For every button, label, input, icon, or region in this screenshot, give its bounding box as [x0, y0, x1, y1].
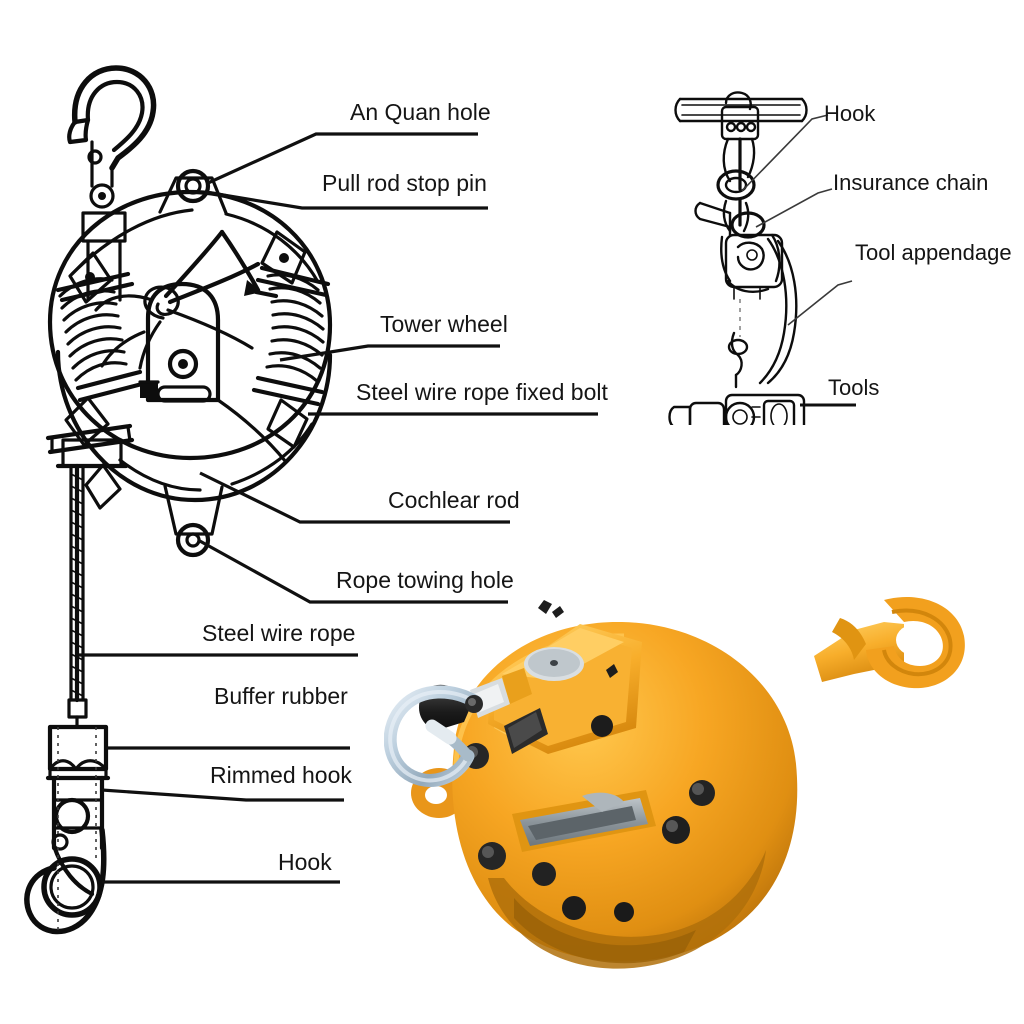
balancer-body-graphic — [47, 168, 333, 558]
label-tower-wheel: Tower wheel — [380, 311, 508, 337]
product-photo-illustration — [384, 597, 965, 969]
steel-wire-rope-graphic — [67, 463, 88, 729]
label-an-quan-hole: An Quan hole — [350, 99, 491, 125]
label-hook: Hook — [278, 849, 332, 875]
installation-callout-leaders — [741, 114, 856, 407]
label-buffer-rubber: Buffer rubber — [214, 683, 348, 709]
photo-inspection-window — [512, 790, 656, 852]
label-steel-wire-rope-fixed-bolt: Steel wire rope fixed bolt — [356, 379, 608, 405]
tool-suspension-cable — [727, 299, 749, 389]
photo-carabiner — [384, 685, 483, 787]
tower-wheel-spiral — [94, 229, 279, 370]
label-rimmed-hook: Rimmed hook — [210, 762, 352, 788]
photo-eye-hook — [814, 597, 965, 689]
label-tool-appendage: Tool appendage — [855, 240, 1012, 265]
buffer-rubber-and-hook-assembly — [24, 724, 111, 935]
photo-rim-bolts — [463, 743, 715, 922]
small-balancer-body — [694, 201, 798, 385]
tool-graphic — [668, 393, 806, 425]
label-tools: Tools — [828, 375, 880, 400]
photo-lower-knob — [591, 715, 613, 737]
label-rope-towing-hole: Rope towing hole — [336, 567, 514, 593]
label-cochlear-rod: Cochlear rod — [388, 487, 520, 513]
installation-drawing — [668, 91, 856, 425]
top-hook-graphic — [67, 65, 157, 302]
overhead-beam — [674, 97, 808, 123]
label-insurance-chain: Insurance chain — [833, 170, 989, 195]
main-callout-leaders — [77, 132, 598, 884]
rope-exit-clamp — [45, 423, 135, 469]
label-install-hook: Hook — [824, 101, 876, 126]
label-steel-wire-rope: Steel wire rope — [202, 620, 356, 646]
label-pull-rod-stop-pin: Pull rod stop pin — [322, 170, 487, 196]
beam-hook-clamp — [716, 91, 760, 233]
